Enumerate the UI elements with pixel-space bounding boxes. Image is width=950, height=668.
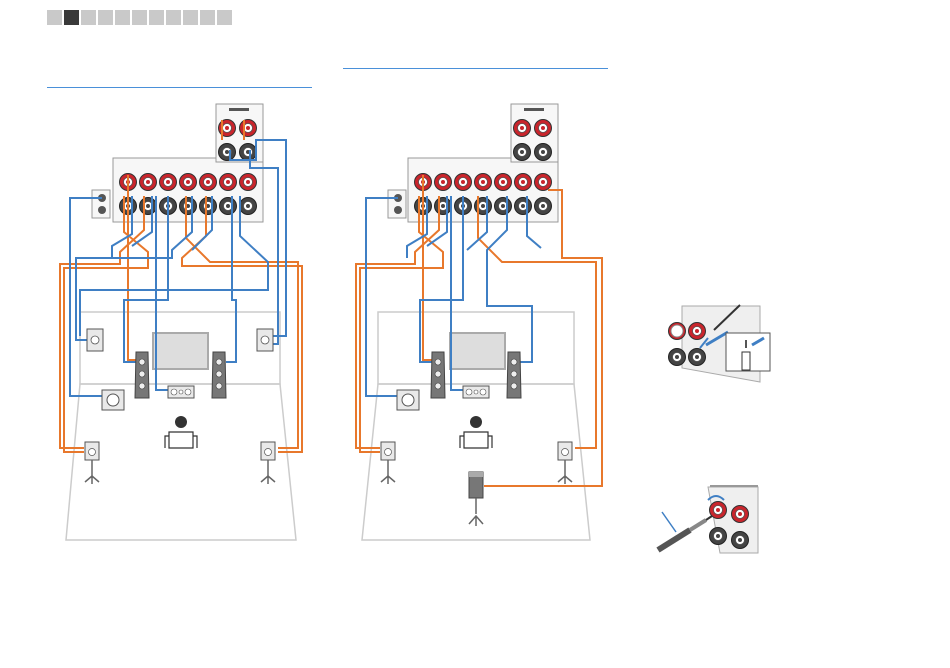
listener-icon [460,416,492,448]
terminal-red [240,120,257,137]
tv-screen-middle [450,333,505,369]
diagram-middle [356,104,602,540]
surround-speaker-right [261,442,275,484]
subwoofer [102,390,124,410]
tv-screen-left [153,333,208,369]
receiver-terminal-panel-middle [388,104,558,222]
banana-plug-illustration [658,486,758,553]
rear-presence-speaker [469,472,483,526]
front-presence-speaker-left [87,329,103,351]
terminal-black [240,144,257,161]
surround-speaker-left [381,442,395,484]
receiver-terminal-panel-left [92,104,263,222]
center-speaker [168,386,194,398]
subwoofer [397,390,419,410]
terminal-black [219,144,236,161]
front-presence-speaker-right [257,329,273,351]
front-speaker-left [135,352,149,398]
front-speaker-right [212,352,226,398]
surround-speaker-right [558,442,572,484]
diagram-left [60,104,302,540]
center-speaker [463,386,489,398]
front-speaker-left [431,352,445,398]
surround-speaker-left [85,442,99,484]
listener-icon [165,416,197,448]
spring-terminal-illustration [669,305,771,382]
front-speaker-right [507,352,521,398]
